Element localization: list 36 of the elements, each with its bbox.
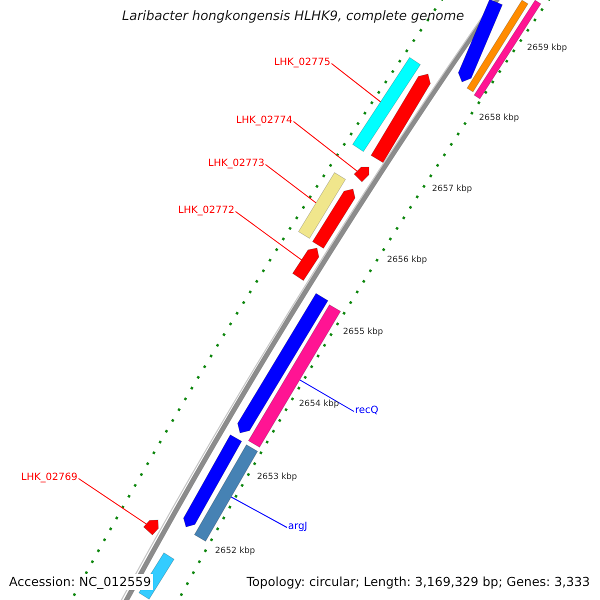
info-text: Accession: NC_012559 (7, 574, 154, 590)
leader-line (235, 211, 302, 260)
gene-segment (143, 520, 159, 536)
gene-label: recQ (355, 405, 378, 416)
scale-label: 2653 kbp (257, 473, 298, 482)
gene-segment (298, 172, 346, 239)
gene-segment (466, 0, 528, 92)
gene-segment (183, 434, 242, 528)
gene-segment (370, 74, 431, 164)
leader-line (299, 379, 354, 412)
leader-line (230, 496, 288, 528)
gene-segment (312, 188, 356, 249)
leader-line (331, 63, 381, 102)
leader-line (78, 478, 147, 524)
gene-label: LHK_02769 (21, 472, 78, 483)
scale-label: 2659 kbp (527, 44, 568, 54)
leader-line (265, 164, 316, 204)
gene-label: LHK_02774 (236, 115, 292, 126)
scale-label: 2654 kbp (299, 400, 340, 410)
gene-label: LHK_02775 (274, 57, 330, 68)
gene-segment (194, 444, 258, 542)
scale-label: 2656 kbp (387, 256, 428, 266)
leader-line (293, 121, 358, 172)
gene-label: LHK_02773 (208, 158, 264, 169)
gene-segment (292, 248, 320, 282)
info-text: Topology: circular; Length: 3,169,329 bp; Genes: 3,333 (244, 574, 592, 590)
gene-label: LHK_02772 (178, 205, 234, 216)
scale-label: 2658 kbp (479, 114, 520, 124)
scale-label: 2655 kbp (343, 328, 384, 338)
scale-label: 2652 kbp (215, 547, 256, 556)
gene-segment (354, 166, 370, 182)
title: Laribacter hongkongensis HLHK9, complete genome (122, 10, 464, 24)
scale-label: 2657 kbp (432, 185, 472, 194)
gene-label: argJ (288, 521, 308, 532)
gene-segment (352, 56, 421, 152)
gene-segment (248, 304, 342, 448)
